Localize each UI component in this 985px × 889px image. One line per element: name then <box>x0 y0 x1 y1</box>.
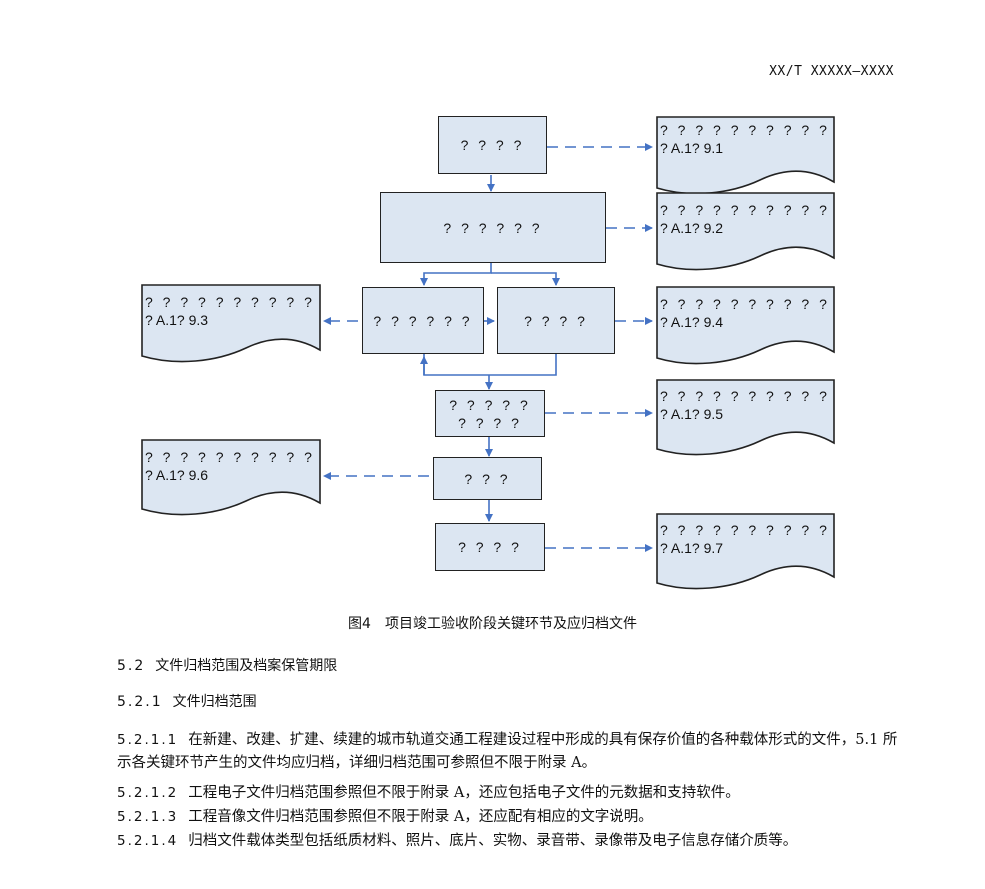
section-title: 文件归档范围 <box>172 694 257 710</box>
document-shape-9-4 <box>656 286 835 365</box>
document-9-1-line1: ? ? ? ? ? ? ? ? ? ? <box>660 122 830 138</box>
document-shape-9-7 <box>656 513 835 590</box>
flowchart-diagram <box>141 116 835 590</box>
process-box-6: ? ? ? <box>433 457 542 500</box>
document-shape-9-3 <box>141 284 321 363</box>
paragraph-number: 5.2.1.1 <box>117 732 179 748</box>
document-shape-9-6 <box>141 439 321 516</box>
process-box-4: ? ? ? ? <box>497 287 615 354</box>
process-box-1: ? ? ? ? <box>438 116 547 174</box>
process-box-5-line2: ? ? ? ? <box>458 414 522 431</box>
document-9-6-line2: ? A.1? 9.6 <box>145 467 209 483</box>
paragraph-text: 工程音像文件归档范围参照但不限于附录 A，还应配有相应的文字说明。 <box>188 809 653 825</box>
document-9-2-line2: ? A.1? 9.2 <box>660 220 724 236</box>
document-shape-9-2 <box>656 192 835 271</box>
paragraph-text: 工程电子文件归档范围参照但不限于附录 A，还应包括电子文件的元数据和支持软件。 <box>188 785 740 801</box>
document-9-5-line2: ? A.1? 9.5 <box>660 406 724 422</box>
document-shape-9-5 <box>656 379 835 456</box>
process-box-7: ? ? ? ? <box>435 523 545 571</box>
document-text-9-5: ? ? ? ? ? ? ? ? ? ? ? A.1? 9.5 <box>660 387 830 423</box>
paragraph-number: 5.2.1.4 <box>117 833 179 849</box>
figure-title: 项目竣工验收阶段关键环节及应归档文件 <box>384 616 637 632</box>
connector-2-split-right <box>491 272 560 286</box>
section-number: 5.2.1 <box>117 694 163 710</box>
document-9-7-line2: ? A.1? 9.7 <box>660 540 724 556</box>
process-box-3-label: ? ? ? ? ? ? <box>373 312 473 329</box>
document-text-9-6: ? ? ? ? ? ? ? ? ? ? ? A.1? 9.6 <box>145 448 315 484</box>
process-box-7-label: ? ? ? ? <box>458 539 522 555</box>
paragraph-5-2-1-4: 5.2.1.4 归档文件载体类型包括纸质材料、照片、底片、实物、录音带、录像带及电… <box>117 830 907 853</box>
document-text-9-4: ? ? ? ? ? ? ? ? ? ? ? A.1? 9.4 <box>660 295 830 331</box>
figure-caption: 图4 项目竣工验收阶段关键环节及应归档文件 <box>0 613 985 633</box>
document-9-5-line1: ? ? ? ? ? ? ? ? ? ? <box>660 388 830 404</box>
process-box-1-label: ? ? ? ? <box>460 137 525 153</box>
section-number: 5.2 <box>117 658 146 674</box>
paragraph-text: 在新建、改建、扩建、续建的城市轨道交通工程建设过程中形成的具有保存价值的各种载体… <box>117 732 898 771</box>
process-box-2: ? ? ? ? ? ? <box>380 192 606 263</box>
process-box-2-label: ? ? ? ? ? ? <box>443 219 543 236</box>
document-9-6-line1: ? ? ? ? ? ? ? ? ? ? <box>145 449 315 465</box>
document-9-2-line1: ? ? ? ? ? ? ? ? ? ? <box>660 202 830 218</box>
section-heading-5-2: 5.2 文件归档范围及档案保管期限 <box>117 655 337 675</box>
connector-2-split <box>420 263 492 286</box>
process-box-3: ? ? ? ? ? ? <box>362 287 484 354</box>
document-9-3-line1: ? ? ? ? ? ? ? ? ? ? <box>145 294 315 310</box>
paragraph-5-2-1-2: 5.2.1.2 工程电子文件归档范围参照但不限于附录 A，还应包括电子文件的元数据… <box>117 782 907 805</box>
document-9-7-line1: ? ? ? ? ? ? ? ? ? ? <box>660 522 830 538</box>
process-box-5-line1: ? ? ? ? ? <box>449 396 531 413</box>
section-title: 文件归档范围及档案保管期限 <box>155 658 338 674</box>
paragraph-number: 5.2.1.3 <box>117 809 179 825</box>
document-9-4-line2: ? A.1? 9.4 <box>660 314 724 330</box>
paragraph-text: 归档文件载体类型包括纸质材料、照片、底片、实物、录音带、录像带及电子信息存储介质… <box>188 833 798 849</box>
paragraph-number: 5.2.1.2 <box>117 785 179 801</box>
process-box-5: ? ? ? ? ? ? ? ? ? <box>435 390 545 437</box>
document-9-3-line2: ? A.1? 9.3 <box>145 312 209 328</box>
process-box-6-label: ? ? ? <box>464 470 511 487</box>
section-heading-5-2-1: 5.2.1 文件归档范围 <box>117 691 257 711</box>
standard-code: XX/T XXXXX—XXXX <box>769 64 894 79</box>
document-9-4-line1: ? ? ? ? ? ? ? ? ? ? <box>660 296 830 312</box>
paragraph-5-2-1-3: 5.2.1.3 工程音像文件归档范围参照但不限于附录 A，还应配有相应的文字说明。 <box>117 806 907 829</box>
connector-merge <box>423 354 557 376</box>
document-text-9-1: ? ? ? ? ? ? ? ? ? ? ? A.1? 9.1 <box>660 121 830 157</box>
figure-number: 图4 <box>348 616 371 632</box>
document-text-9-7: ? ? ? ? ? ? ? ? ? ? ? A.1? 9.7 <box>660 521 830 557</box>
document-text-9-2: ? ? ? ? ? ? ? ? ? ? ? A.1? 9.2 <box>660 201 830 237</box>
document-text-9-3: ? ? ? ? ? ? ? ? ? ? ? A.1? 9.3 <box>145 293 315 329</box>
document-9-1-line2: ? A.1? 9.1 <box>660 140 724 156</box>
process-box-4-label: ? ? ? ? <box>524 312 588 329</box>
